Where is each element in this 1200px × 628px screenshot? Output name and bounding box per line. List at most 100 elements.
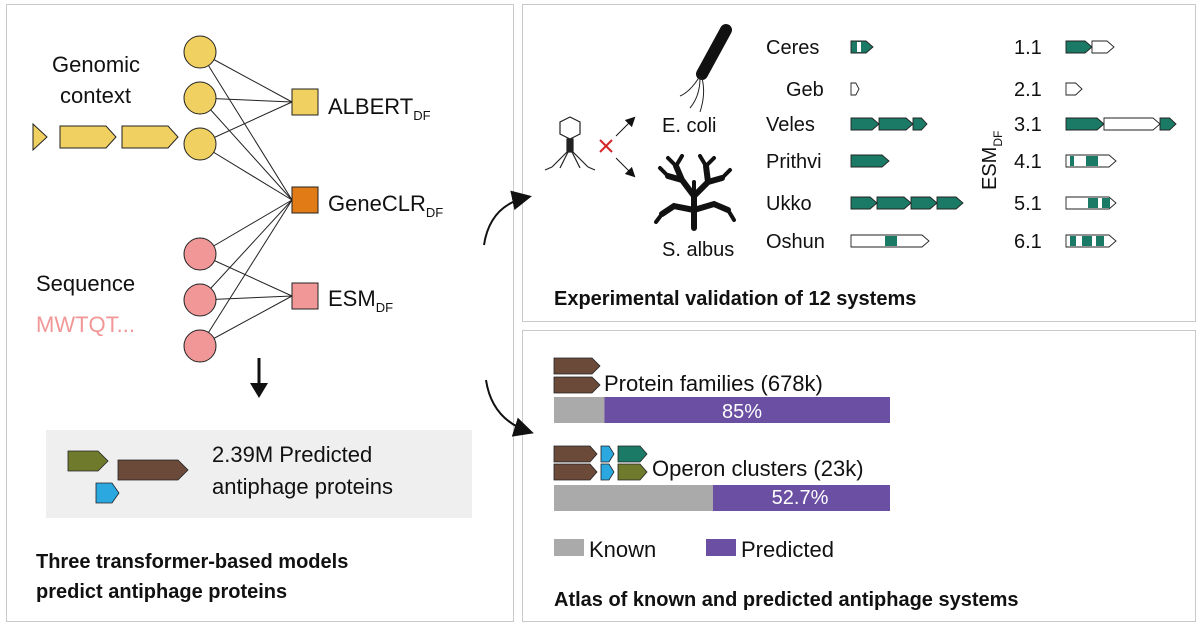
sequence-input-node xyxy=(183,283,217,317)
bar1-predicted-pct: 85% xyxy=(722,401,762,423)
genomic-input-node xyxy=(183,81,217,115)
blocked-infection-icon xyxy=(599,139,613,153)
system-names-right: 1.12.13.14.15.16.1 xyxy=(1014,37,1042,253)
system-name-right: 3.1 xyxy=(1014,114,1042,136)
albert-model-node xyxy=(291,88,319,116)
system-name-right: 2.1 xyxy=(1014,79,1042,101)
genomic-input-nodes xyxy=(183,35,217,161)
sequence-input-node xyxy=(183,329,217,363)
system-name-left: Ukko xyxy=(766,193,812,215)
predicted-segment xyxy=(712,485,890,511)
gene-arrow xyxy=(850,40,874,54)
gene-arrow xyxy=(1103,117,1161,131)
network-edge xyxy=(199,97,293,201)
genomic-label-line2: context xyxy=(60,83,131,108)
sequence-example: MWTQT... xyxy=(36,312,135,337)
esm-system-subscript: DF xyxy=(991,131,1005,147)
esm-label: ESMDF xyxy=(328,286,393,315)
arrow-to-ecoli-icon xyxy=(615,116,636,137)
gene-arrow xyxy=(876,196,912,210)
network-edge xyxy=(199,199,293,301)
gene-arrow xyxy=(850,234,930,248)
gene-arrow xyxy=(1091,40,1115,54)
albert-name: ALBERT xyxy=(328,94,413,119)
host-salbus-label: S. albus xyxy=(662,239,734,261)
genomic-input-node xyxy=(183,35,217,69)
system-name-left: Oshun xyxy=(766,231,825,253)
ecoli-icon xyxy=(679,24,732,113)
system-name-right: 1.1 xyxy=(1014,37,1042,59)
gene-arrow xyxy=(912,117,928,131)
protein-families-bar xyxy=(554,397,890,423)
genomic-input-node xyxy=(183,127,217,161)
network-edge xyxy=(199,51,293,201)
gene-arrow xyxy=(1159,117,1177,131)
bar1-label: Protein families (678k) xyxy=(604,371,823,396)
legend-known-label: Known xyxy=(589,537,656,562)
esm-system-name: ESM xyxy=(979,147,1001,190)
gene-arrow xyxy=(936,196,964,210)
system-name-left: Ceres xyxy=(766,37,819,59)
legend-known-swatch xyxy=(554,539,584,556)
esm-name: ESM xyxy=(328,286,376,311)
esm-subscript: DF xyxy=(376,300,393,315)
genomic-context-genes-icon xyxy=(32,122,179,152)
left-caption-line2: predict antiphage proteins xyxy=(36,581,287,603)
albert-label: ALBERTDF xyxy=(328,94,431,123)
legend-predicted-swatch xyxy=(706,539,736,556)
geneclr-subscript: DF xyxy=(426,205,443,220)
svg-text:ESMDF: ESMDF xyxy=(979,131,1005,190)
system-name-left: Prithvi xyxy=(766,151,822,173)
network-edge xyxy=(199,295,293,347)
operon-clusters-bar xyxy=(554,485,890,511)
left-caption-line1: Three transformer-based models xyxy=(36,551,348,573)
validation-caption: Experimental validation of 12 systems xyxy=(554,288,916,310)
geneclr-name: GeneCLR xyxy=(328,191,426,216)
system-name-left: Geb xyxy=(786,79,824,101)
prediction-line1: 2.39M Predicted xyxy=(212,442,372,467)
gene-arrow xyxy=(1065,154,1117,168)
esm-system-label: ESMDF xyxy=(979,131,1005,190)
system-name-left: Veles xyxy=(766,114,815,136)
prediction-box xyxy=(46,430,472,518)
arrow-to-atlas-icon xyxy=(485,379,534,437)
esm-model-node xyxy=(291,282,319,310)
host-ecoli-label: E. coli xyxy=(662,115,716,137)
gene-arrow xyxy=(850,82,860,96)
bar2-predicted-pct: 52.7% xyxy=(772,487,829,509)
operon-clusters-genes-icon xyxy=(553,445,648,481)
gene-arrow xyxy=(878,117,914,131)
phage-icon xyxy=(544,116,596,171)
gene-arrow xyxy=(1065,196,1117,210)
network-edge xyxy=(199,51,293,103)
arrow-to-salbus-icon xyxy=(615,157,636,178)
network-edge xyxy=(199,101,293,145)
arrow-to-validation-icon xyxy=(483,190,532,246)
geneclr-label: GeneCLRDF xyxy=(328,191,443,220)
atlas-caption: Atlas of known and predicted antiphage s… xyxy=(554,589,1019,611)
sequence-label: Sequence xyxy=(36,271,135,296)
predicted-segment xyxy=(604,397,890,423)
gene-arrow xyxy=(910,196,938,210)
gene-arrow xyxy=(850,117,880,131)
known-segment xyxy=(554,397,605,423)
albert-subscript: DF xyxy=(413,108,430,123)
network-edge xyxy=(199,199,293,347)
sequence-input-node xyxy=(183,237,217,271)
prediction-line2: antiphage proteins xyxy=(212,474,393,499)
gene-arrow xyxy=(1065,82,1083,96)
legend-predicted-label: Predicted xyxy=(741,537,834,562)
network-edge xyxy=(199,143,293,201)
sequence-input-nodes xyxy=(183,237,217,363)
system-name-right: 5.1 xyxy=(1014,193,1042,215)
predicted-genes-icon xyxy=(67,450,189,504)
gene-arrow xyxy=(1065,40,1093,54)
genomic-label-line1: Genomic xyxy=(52,52,140,77)
network-edge xyxy=(199,253,293,297)
gene-arrow xyxy=(1065,117,1105,131)
protein-families-genes-icon xyxy=(553,357,601,394)
gene-arrow xyxy=(850,196,878,210)
system-genes-right xyxy=(1065,40,1177,248)
system-name-right: 6.1 xyxy=(1014,231,1042,253)
down-arrow-icon xyxy=(250,358,268,398)
